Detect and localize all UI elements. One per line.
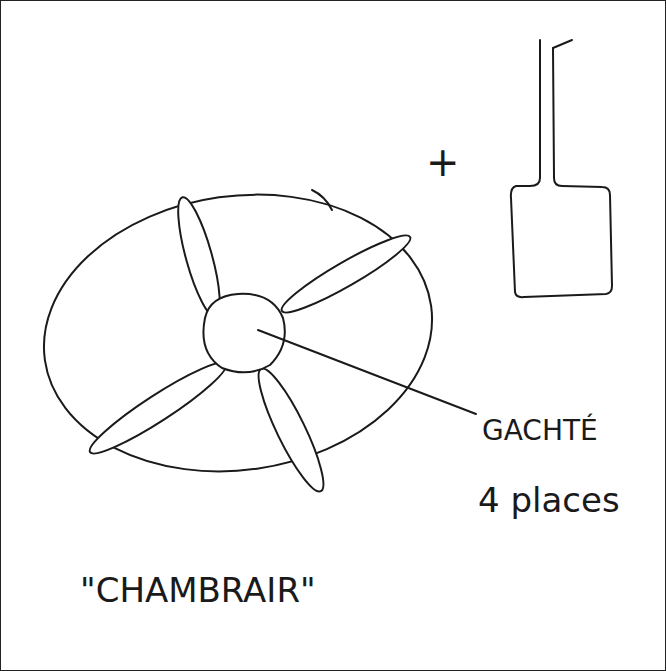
blade: [276, 227, 416, 322]
note-label: 4 places: [478, 482, 620, 519]
disc-arc: [312, 190, 332, 210]
part-label: GACHTÉ: [482, 416, 598, 447]
blade: [249, 363, 334, 498]
key-tool: [511, 40, 612, 297]
key-tool-tip: [553, 40, 572, 48]
disc-outline: [26, 170, 450, 496]
hub: [203, 294, 284, 372]
leader-line: [258, 330, 476, 414]
title-label: "CHAMBRAIR": [80, 572, 316, 609]
plus-sign: +: [426, 140, 460, 184]
blade: [83, 353, 233, 463]
